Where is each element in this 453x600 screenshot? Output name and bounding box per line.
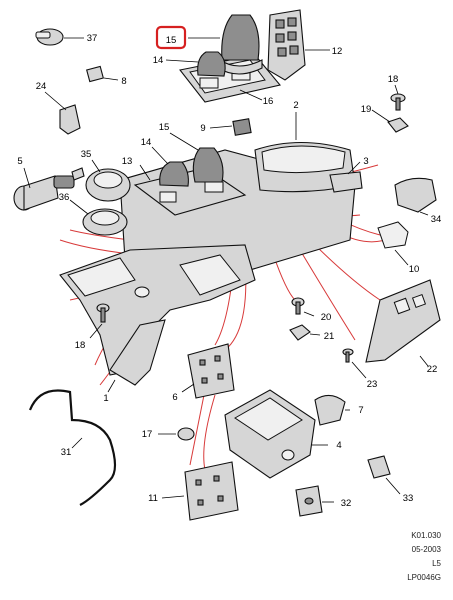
part-19-nut bbox=[371, 109, 409, 133]
part-3-tray bbox=[329, 161, 363, 193]
part-15-mid-gaiter bbox=[169, 132, 224, 183]
callout-12: 12 bbox=[332, 46, 343, 57]
part-6-bracket-plate bbox=[181, 343, 235, 399]
footer-date: 05-2003 bbox=[411, 545, 441, 554]
part-31-cable bbox=[28, 389, 117, 506]
callout-14: 14 bbox=[141, 137, 152, 148]
callout-15: 15 bbox=[159, 122, 170, 133]
part-18-screw-low bbox=[89, 303, 110, 339]
part-9-switch bbox=[209, 118, 252, 136]
part-11-plate bbox=[161, 461, 239, 521]
callout-10: 10 bbox=[409, 264, 420, 275]
callout-11: 11 bbox=[148, 493, 158, 504]
part-32-pad bbox=[295, 485, 334, 517]
callout-32: 32 bbox=[341, 498, 352, 509]
part-36-ring bbox=[69, 199, 128, 236]
callout-3: 3 bbox=[363, 156, 368, 167]
callout-35: 35 bbox=[81, 149, 92, 160]
part-17-plug bbox=[158, 427, 195, 441]
callout-20: 20 bbox=[321, 312, 332, 323]
footer-block: K01.030 05-2003 L5 LP0046G bbox=[407, 532, 441, 582]
callout-16: 16 bbox=[263, 96, 274, 107]
part-21-nut bbox=[289, 324, 321, 341]
part-34-bin bbox=[394, 177, 437, 216]
part-4-mounting-bracket bbox=[224, 389, 328, 479]
part-23-screw bbox=[342, 348, 367, 379]
callout-23: 23 bbox=[367, 379, 378, 390]
part-12-switch-panel bbox=[267, 9, 330, 81]
callout-17: 17 bbox=[142, 429, 153, 440]
callout-21: 21 bbox=[324, 331, 335, 342]
footer-model: L5 bbox=[432, 559, 441, 568]
part-14-mid-gaiter bbox=[151, 146, 189, 187]
callout-18: 18 bbox=[75, 340, 86, 351]
callout-18: 18 bbox=[388, 74, 399, 85]
part-22-side-panel bbox=[365, 279, 441, 367]
callout-9: 9 bbox=[200, 123, 205, 134]
part-33-clip bbox=[367, 455, 401, 495]
console-grommet bbox=[134, 286, 150, 298]
part-18-screw-top bbox=[390, 84, 406, 111]
footer-ref-code: K01.030 bbox=[411, 531, 441, 540]
callout-14: 14 bbox=[153, 55, 164, 66]
part-37-grommet bbox=[35, 28, 84, 46]
callout-22: 22 bbox=[427, 364, 438, 375]
callout-6: 6 bbox=[172, 392, 177, 403]
callout-34: 34 bbox=[431, 214, 442, 225]
part-10-clip bbox=[377, 221, 409, 266]
callout-24: 24 bbox=[36, 81, 47, 92]
callout-4: 4 bbox=[336, 440, 341, 451]
part-2-armrest-lid bbox=[254, 112, 356, 193]
callout-33: 33 bbox=[403, 493, 414, 504]
part-24-bracket bbox=[44, 91, 81, 135]
callout-1: 1 bbox=[103, 393, 108, 404]
part-14-top-gaiter bbox=[165, 51, 226, 77]
part-8-clip bbox=[86, 65, 119, 83]
part-15-top-gaiter bbox=[188, 14, 263, 75]
part-5-cigar-lighter bbox=[13, 167, 85, 211]
callout-37: 37 bbox=[87, 33, 98, 44]
part-20-screw bbox=[291, 297, 315, 317]
footer-drawing-id: LP0046G bbox=[407, 573, 441, 582]
callout-19: 19 bbox=[361, 104, 372, 115]
callout-2: 2 bbox=[293, 100, 298, 111]
part-35-ring bbox=[85, 159, 131, 202]
part-7-cover bbox=[314, 394, 350, 426]
callout-5: 5 bbox=[17, 156, 22, 167]
callout-36: 36 bbox=[59, 192, 70, 203]
callout-31: 31 bbox=[61, 447, 72, 458]
callout-13: 13 bbox=[122, 156, 133, 167]
callout-7: 7 bbox=[358, 405, 363, 416]
callout-8: 8 bbox=[121, 76, 126, 87]
highlight-box bbox=[155, 25, 187, 50]
callout-15: 15 bbox=[166, 35, 177, 46]
